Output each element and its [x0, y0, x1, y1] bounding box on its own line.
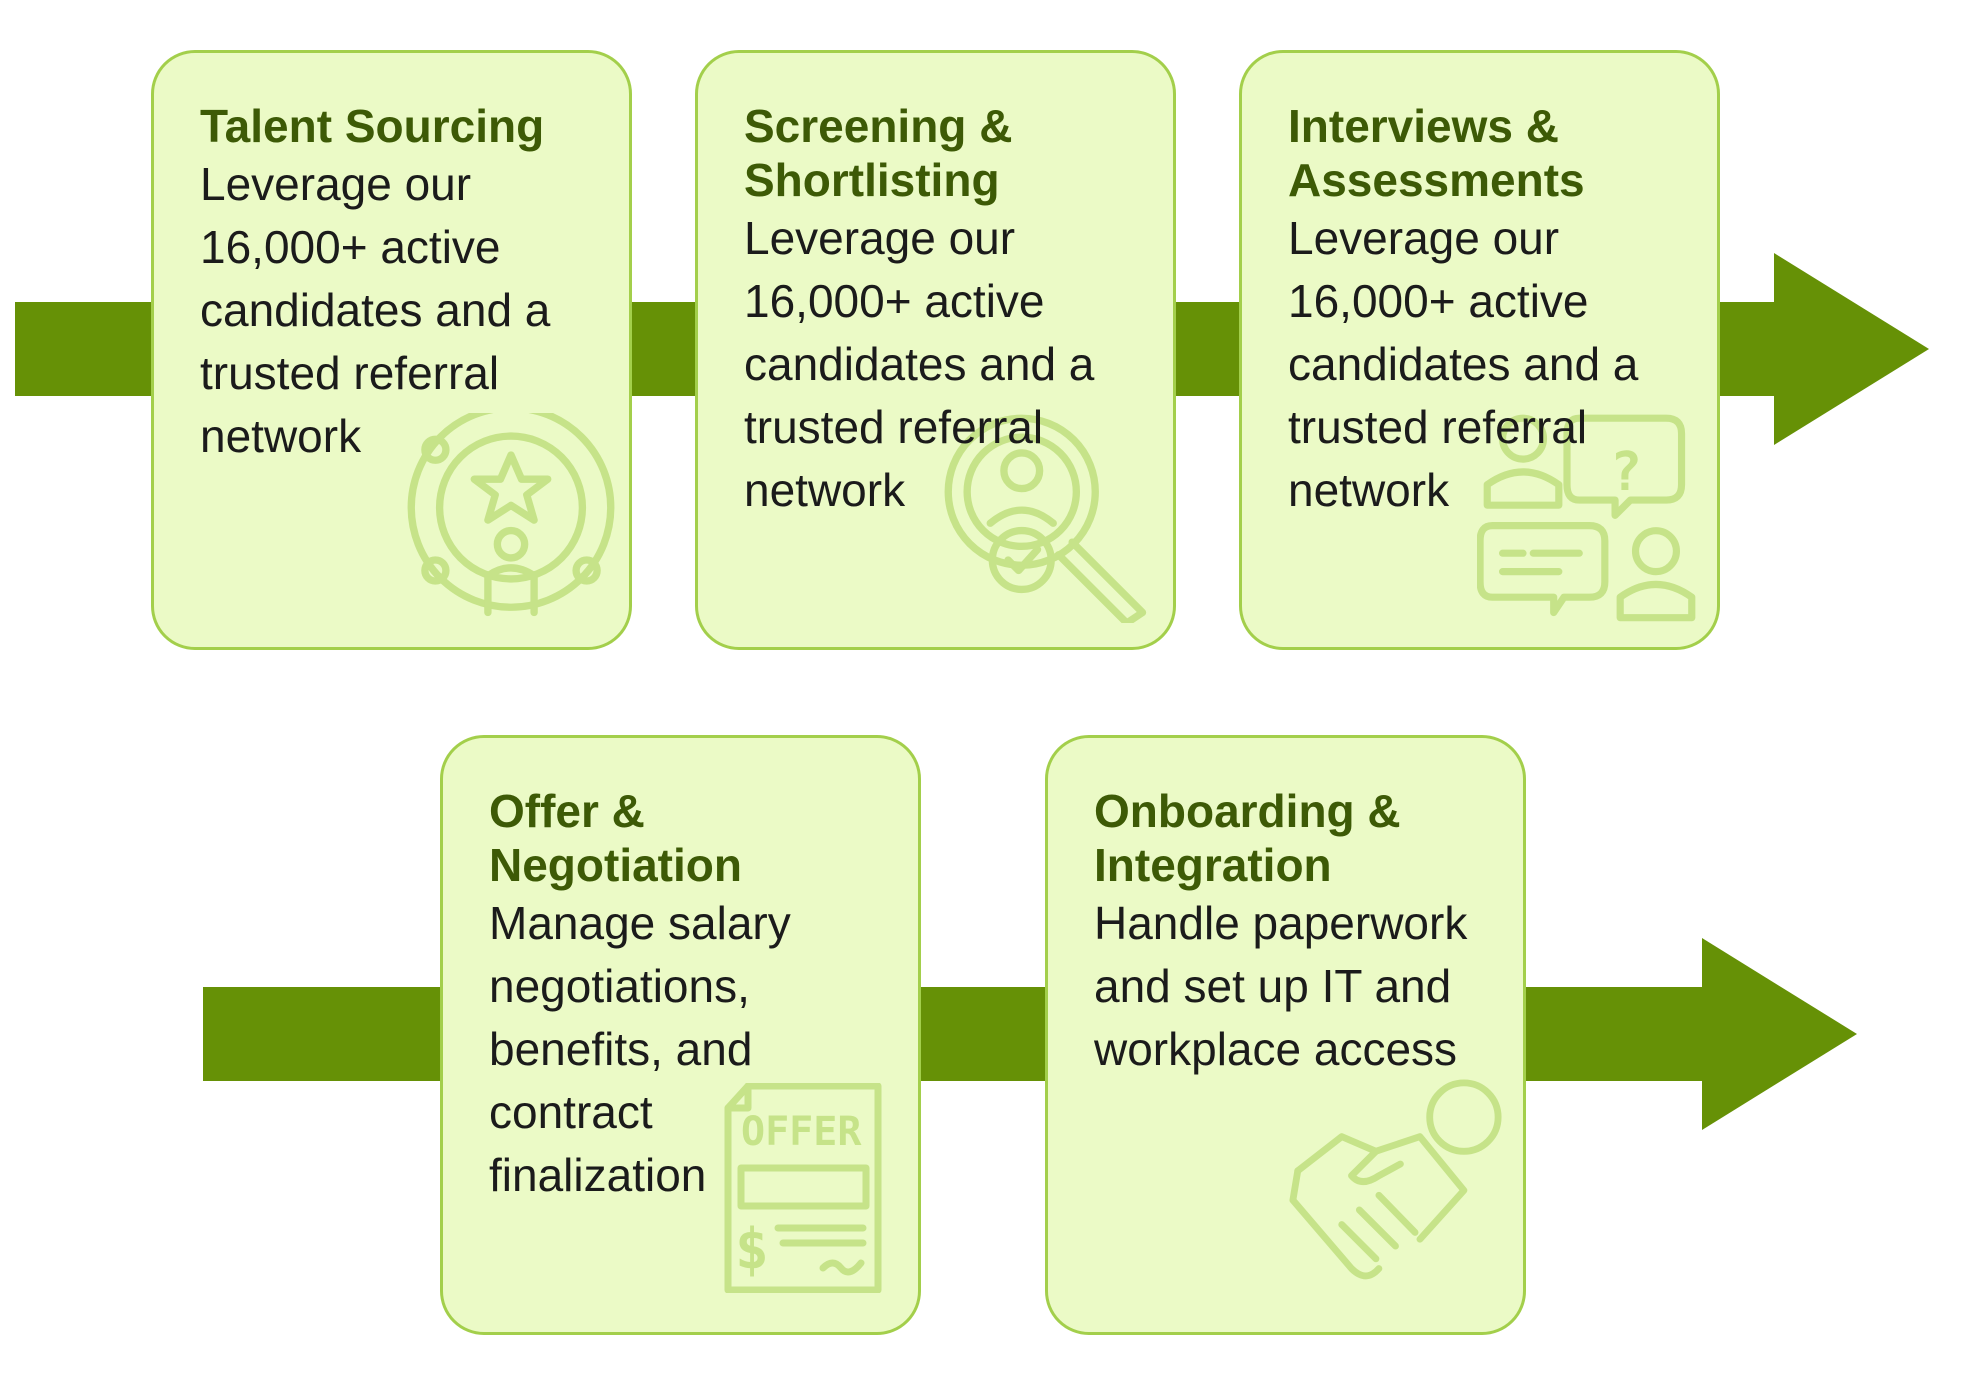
- handshake-icon: [1289, 1079, 1502, 1280]
- interview-chat-icon: ?: [1477, 414, 1696, 622]
- step-title: Onboarding & Integration: [1094, 785, 1401, 891]
- step-description: Handle paperwork and set up IT and workp…: [1094, 897, 1468, 1075]
- offer-document-icon: OFFER $: [724, 1083, 882, 1293]
- svg-text:$: $: [735, 1217, 769, 1282]
- svg-text:?: ?: [1610, 441, 1642, 503]
- step-card-onboarding-integration: Onboarding & Integration Handle paperwor…: [1045, 735, 1526, 1335]
- star-person-orbit-icon: [407, 413, 615, 617]
- step-card-interviews-assessments: Interviews & Assessments Leverage our 16…: [1239, 50, 1720, 650]
- step-title: Screening & Shortlisting: [744, 100, 1013, 206]
- step-title: Interviews & Assessments: [1288, 100, 1585, 206]
- step-description: Leverage our 16,000+ active candidates a…: [200, 158, 551, 462]
- step-description: Manage salary negotiations, benefits, an…: [489, 897, 791, 1201]
- flow-arrow-row2-head: [1702, 938, 1857, 1130]
- step-description: Leverage our 16,000+ active candidates a…: [744, 212, 1095, 516]
- step-card-screening-shortlisting: Screening & Shortlisting Leverage our 16…: [695, 50, 1176, 650]
- step-title: Talent Sourcing: [200, 100, 545, 152]
- step-card-offer-negotiation: Offer & Negotiation Manage salary negoti…: [440, 735, 921, 1335]
- step-title: Offer & Negotiation: [489, 785, 742, 891]
- flow-arrow-row1-head: [1774, 253, 1929, 445]
- magnifier-person-check-icon: [944, 414, 1147, 623]
- offer-icon-text: OFFER: [741, 1109, 862, 1155]
- step-description: Leverage our 16,000+ active candidates a…: [1288, 212, 1639, 516]
- step-card-talent-sourcing: Talent Sourcing Leverage our 16,000+ act…: [151, 50, 632, 650]
